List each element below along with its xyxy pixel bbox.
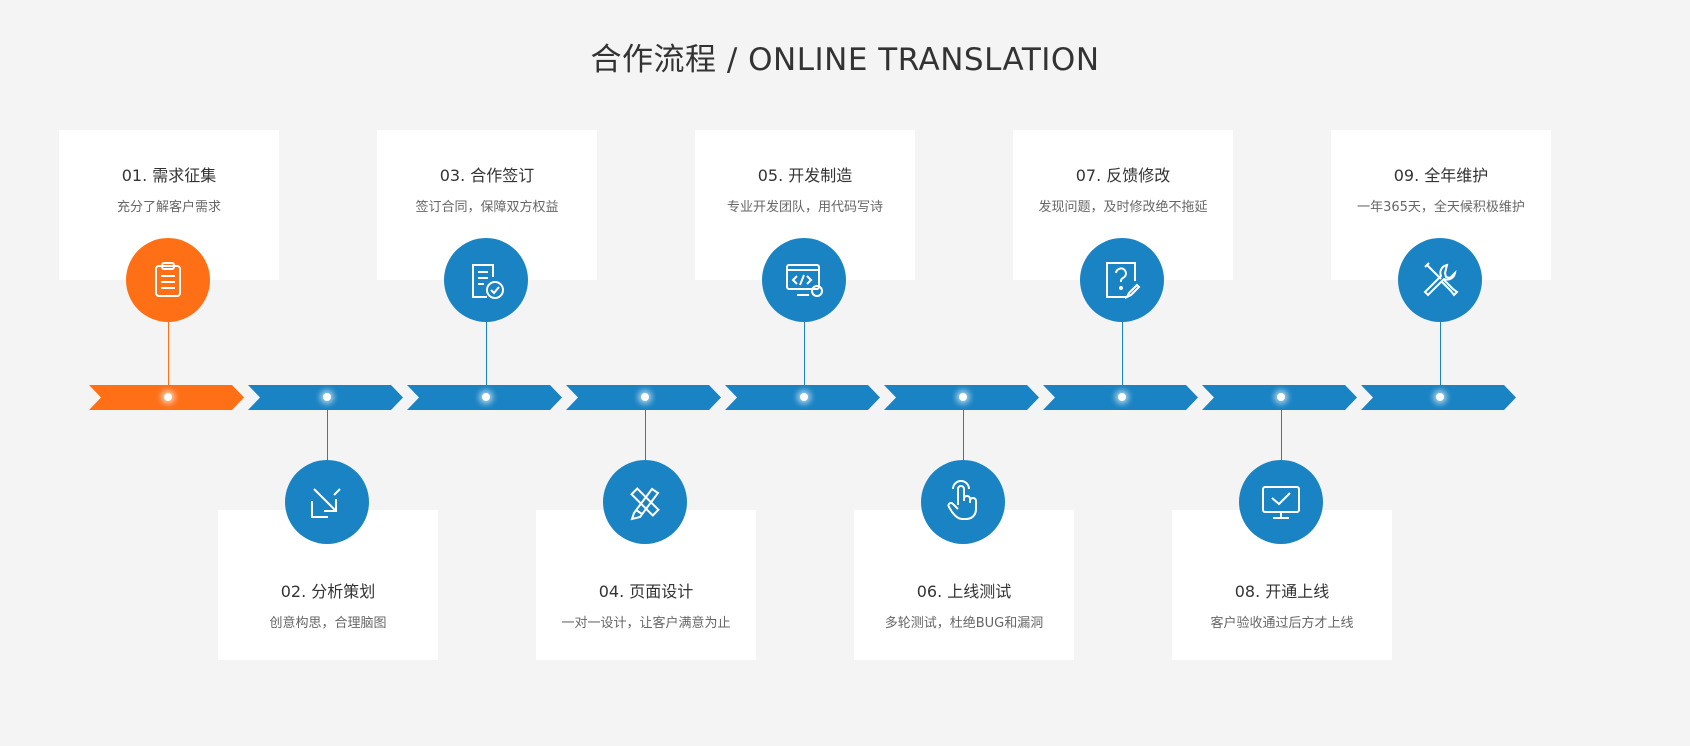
step-title: 07. 反馈修改 — [1075, 166, 1171, 185]
connector-04 — [645, 398, 646, 460]
connector-01 — [168, 322, 169, 397]
step-icon-circle-06[interactable] — [921, 460, 1005, 544]
step-title: 03. 合作签订 — [439, 166, 535, 185]
step-title: 05. 开发制造 — [757, 166, 853, 185]
timeline-dot-08 — [1277, 393, 1285, 401]
timeline-dot-04 — [641, 393, 649, 401]
question-doc-icon — [1106, 262, 1141, 300]
step-icon-circle-08[interactable] — [1239, 460, 1323, 544]
step-icon-circle-09[interactable] — [1398, 238, 1482, 322]
connector-05 — [804, 322, 805, 397]
step-icon-circle-04[interactable] — [603, 460, 687, 544]
tools-icon — [1423, 262, 1459, 297]
timeline-dot-09 — [1436, 393, 1444, 401]
step-title: 06. 上线测试 — [916, 582, 1012, 601]
timeline-dot-05 — [800, 393, 808, 401]
step-icon-circle-02[interactable] — [285, 460, 369, 544]
pencil-ruler-icon — [630, 487, 660, 521]
step-icon-circle-07[interactable] — [1080, 238, 1164, 322]
timeline-dot-03 — [482, 393, 490, 401]
connector-09 — [1440, 322, 1441, 397]
page-title: 合作流程 / ONLINE TRANSLATION — [590, 42, 1100, 78]
monitor-check-icon — [1262, 486, 1300, 519]
timeline-dot-01 — [164, 393, 172, 401]
connector-06 — [963, 398, 964, 460]
hand-pointer-icon — [947, 480, 977, 520]
connector-03 — [486, 322, 487, 397]
timeline-dot-07 — [1118, 393, 1126, 401]
connector-08 — [1281, 398, 1282, 460]
arrow-diagonal-icon — [311, 488, 341, 518]
step-desc: 签订合同，保障双方权益 — [415, 200, 559, 215]
timeline-dot-02 — [323, 393, 331, 401]
connector-07 — [1122, 322, 1123, 397]
step-title: 02. 分析策划 — [280, 582, 376, 601]
step-title: 04. 页面设计 — [598, 582, 694, 601]
step-desc: 创意构思，合理脑图 — [269, 616, 387, 631]
code-monitor-icon — [786, 264, 823, 297]
contract-check-icon — [472, 264, 504, 299]
step-title: 08. 开通上线 — [1234, 582, 1330, 601]
step-desc: 一年365天，全天候积极维护 — [1357, 200, 1525, 215]
step-icon-circle-05[interactable] — [762, 238, 846, 322]
connector-02 — [327, 398, 328, 460]
step-icon-circle-03[interactable] — [444, 238, 528, 322]
step-icon-circle-01[interactable] — [126, 238, 210, 322]
clipboard-icon — [155, 262, 181, 297]
step-desc: 多轮测试，杜绝BUG和漏洞 — [884, 616, 1044, 631]
timeline-dot-06 — [959, 393, 967, 401]
step-title: 01. 需求征集 — [121, 166, 217, 185]
step-desc: 客户验收通过后方才上线 — [1210, 616, 1354, 631]
step-title: 09. 全年维护 — [1393, 166, 1489, 185]
step-desc: 发现问题，及时修改绝不拖延 — [1038, 200, 1208, 215]
step-desc: 充分了解客户需求 — [116, 200, 221, 215]
step-desc: 一对一设计，让客户满意为止 — [561, 616, 731, 631]
step-desc: 专业开发团队，用代码写诗 — [726, 200, 883, 215]
